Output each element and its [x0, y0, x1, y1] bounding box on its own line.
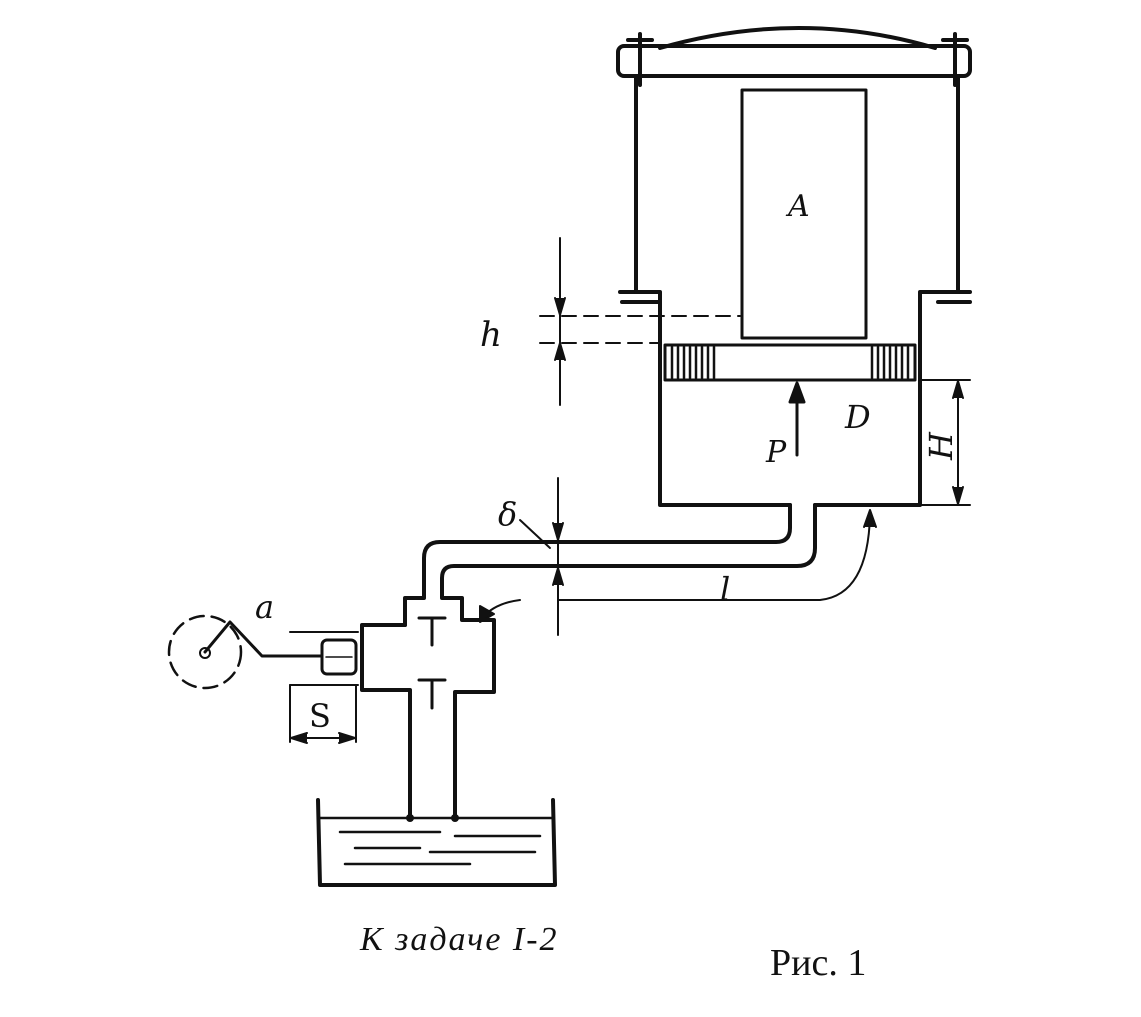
discharge-valve: [417, 616, 447, 647]
label-chamber-a: A: [785, 189, 810, 224]
pipe-outer-wall: [403, 503, 792, 627]
label-force-p: P: [765, 435, 787, 470]
gap-dimension: [539, 237, 741, 406]
right-top-bolt: [941, 32, 969, 87]
connecting-rod: [203, 620, 324, 658]
height-dimension: [919, 379, 971, 506]
label-diameter-d: D: [844, 398, 871, 436]
cylinder-right-wall: [813, 290, 960, 507]
pump-body: [360, 608, 496, 820]
cylinder-left-wall: [634, 290, 792, 507]
crank-circle: [167, 614, 243, 690]
suction-nodes: [406, 814, 459, 822]
suction-valve: [417, 678, 447, 710]
vessel-lid: [658, 26, 937, 50]
crank-pin: [199, 647, 211, 659]
top-flange: [616, 44, 972, 78]
label-crank-a: a: [255, 588, 274, 626]
stroke-dimension: [289, 684, 359, 744]
label-length-l: l: [720, 570, 730, 608]
liquid-level: [318, 816, 555, 866]
pipe-inner-wall: [440, 503, 817, 612]
piston-hatch: [670, 345, 910, 380]
upper-vessel: [616, 26, 972, 304]
label-height-h: H: [922, 431, 960, 461]
force-arrow: [788, 381, 806, 457]
reservoir: [316, 798, 557, 887]
label-stroke-s: S: [309, 697, 331, 735]
feed-pipe: [403, 503, 817, 627]
lower-cylinder: [634, 290, 960, 507]
piston: [663, 343, 917, 382]
caption-problem: К задаче I-2: [359, 921, 559, 958]
left-top-bolt: [626, 32, 654, 87]
caption-figure: Рис. 1: [770, 942, 866, 984]
label-gap-h: h: [480, 315, 502, 355]
chamber-a: [740, 88, 868, 340]
thickness-dimension: [519, 477, 564, 636]
label-thickness-delta: δ: [498, 495, 517, 533]
